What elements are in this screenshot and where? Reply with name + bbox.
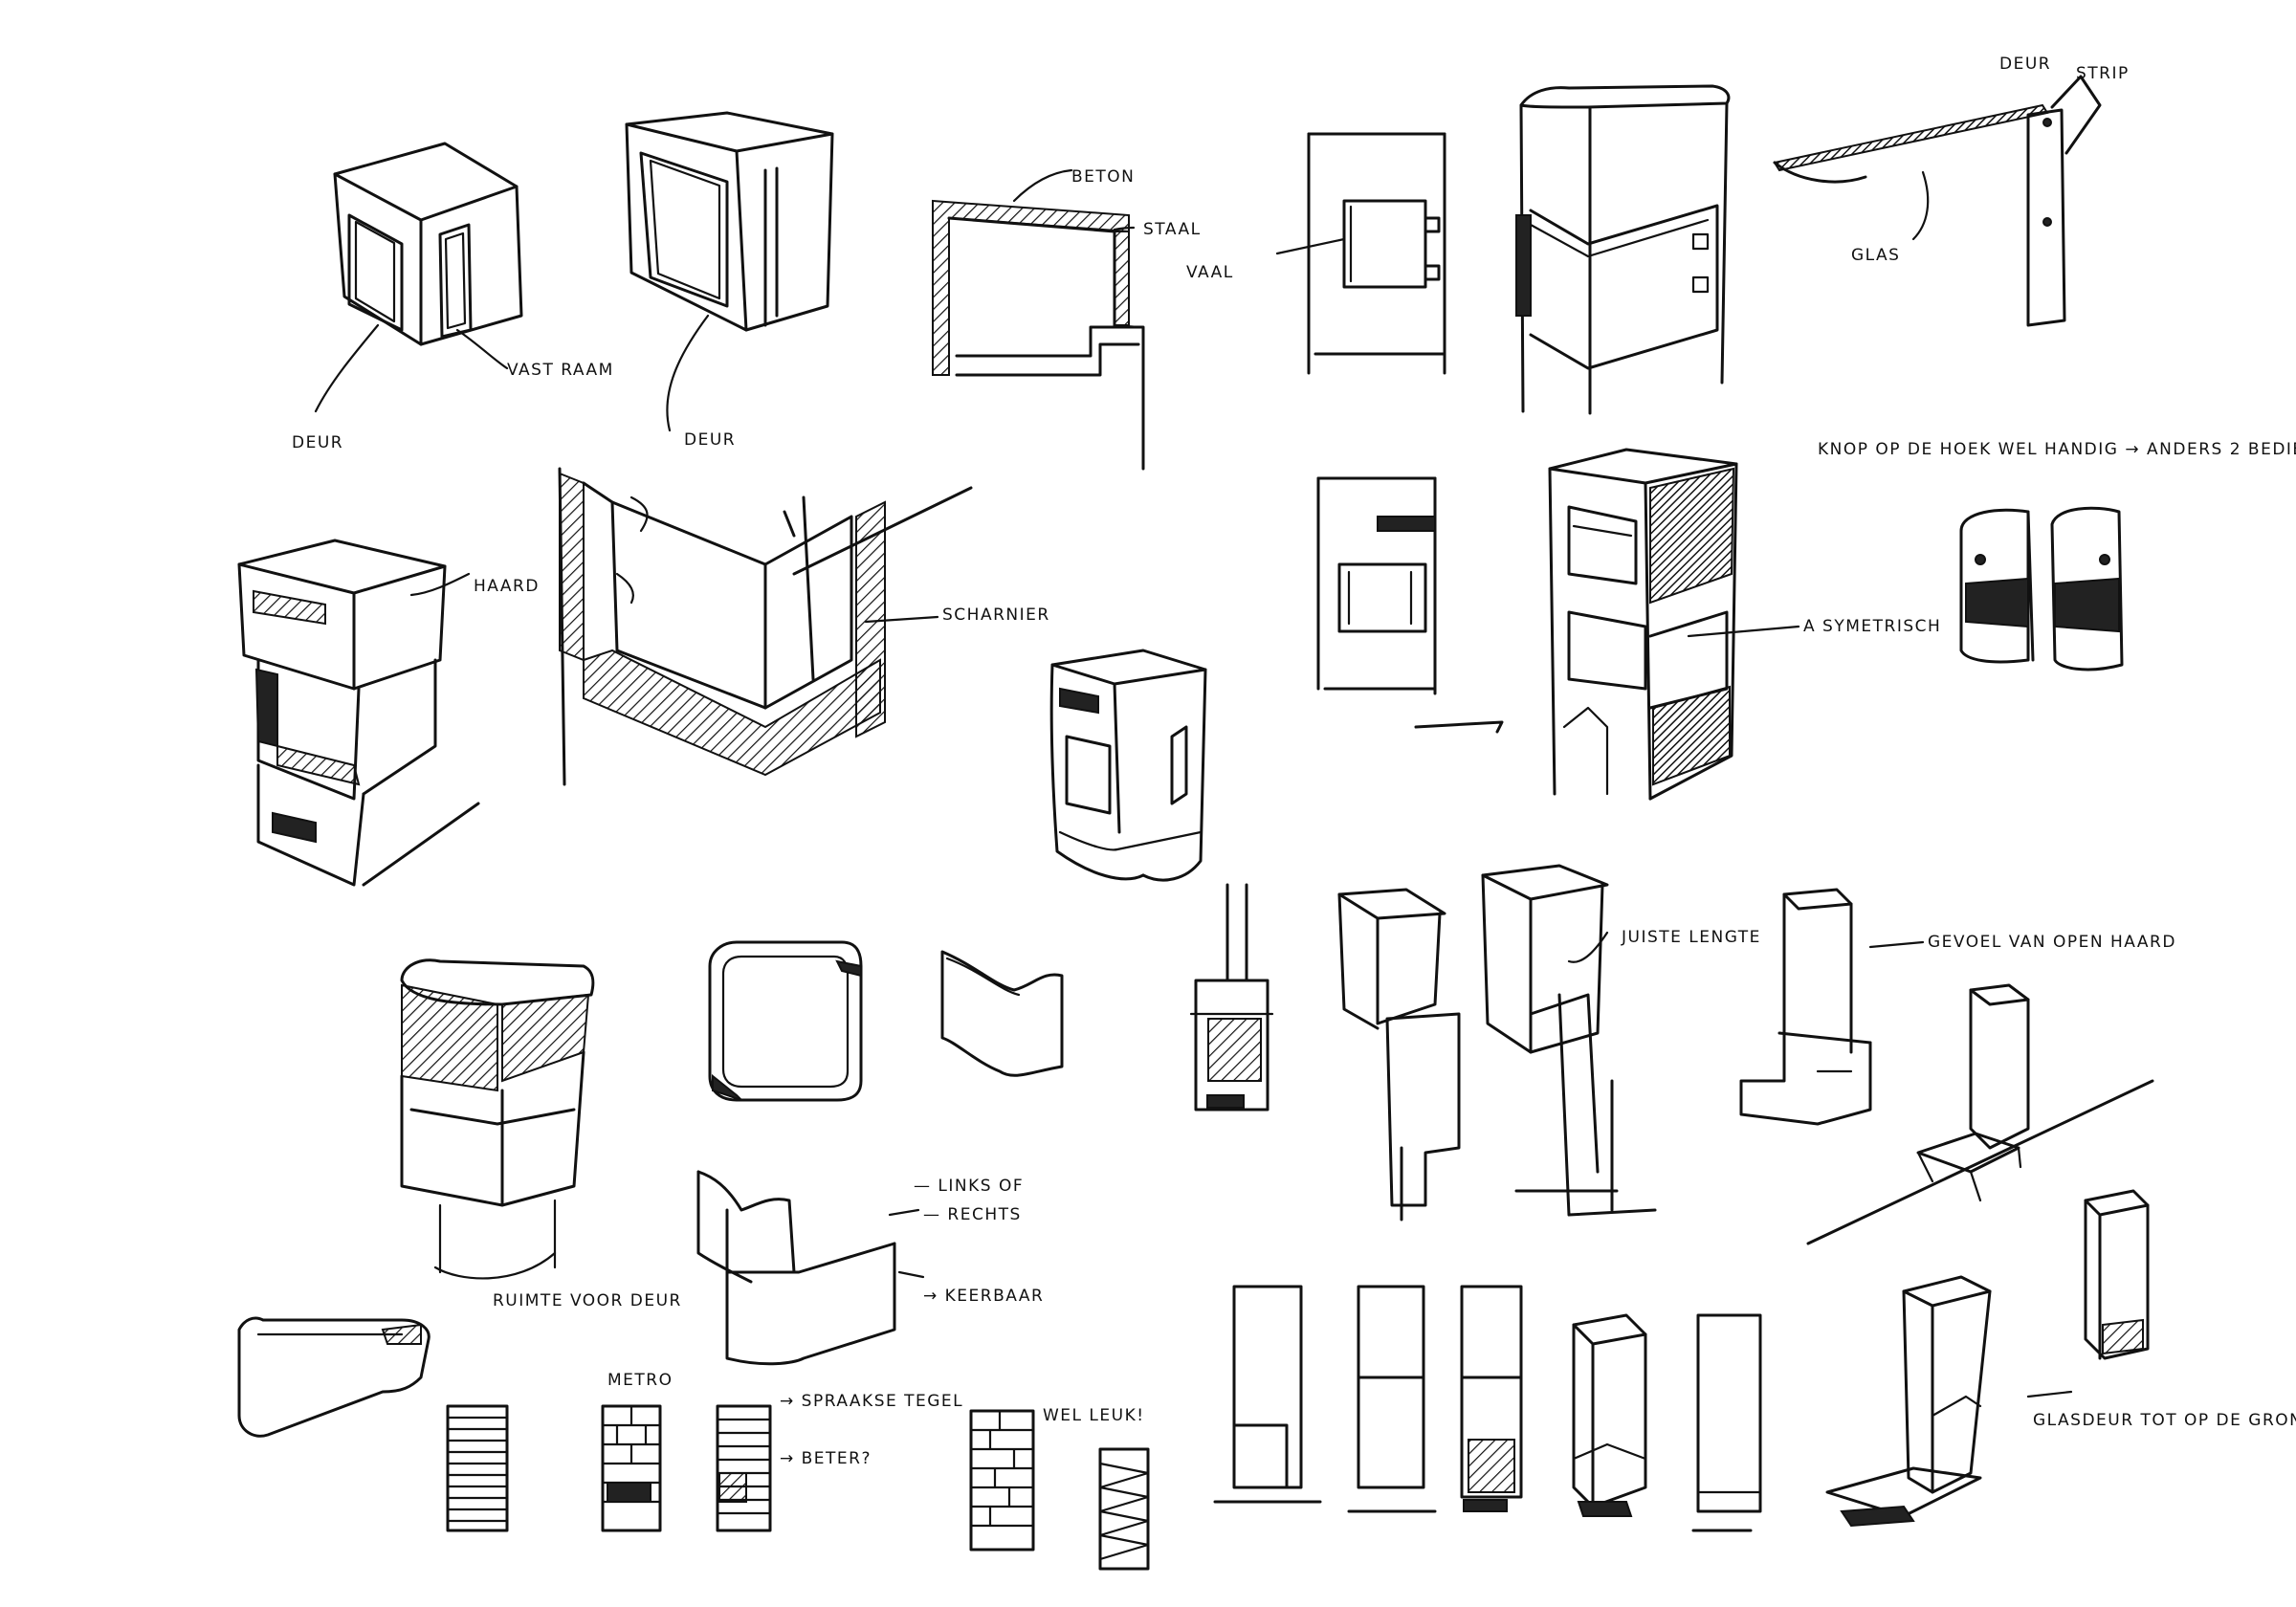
- label-juiste-lengte: Juiste lengte: [1621, 928, 1761, 947]
- label-metro: Metro: [607, 1371, 673, 1390]
- small-rounded-stove: [1049, 649, 1207, 882]
- label-scharnier: Scharnier: [942, 605, 1050, 625]
- plan-section-beton-staal: [932, 168, 1145, 471]
- stove-sketch-door-and-window: [314, 142, 523, 413]
- tile-sample-strips: [446, 1404, 1150, 1571]
- label-vast-raam: Vast raam: [507, 361, 614, 380]
- curved-corner-panel: [696, 1170, 925, 1366]
- stove-sketch-haard: [237, 539, 480, 887]
- label-deur-top: Deur: [1999, 55, 2051, 74]
- stacked-elevation: [1189, 883, 1274, 1112]
- label-deur-2: Deur: [684, 430, 736, 450]
- label-beton: Beton: [1071, 167, 1135, 187]
- label-vaal: Vaal: [1186, 263, 1234, 282]
- rounded-square-section: [708, 940, 863, 1102]
- pod-stove-pair: [1959, 506, 2124, 671]
- stove-sketch-corner-door: [625, 111, 834, 432]
- corner-detail-scharnier: [558, 467, 973, 786]
- tall-tower-sketch: [1515, 84, 1731, 415]
- small-u-bench: [237, 1316, 430, 1438]
- tall-column-pair: [1337, 864, 1657, 1222]
- open-hearth-sketches: [1739, 888, 2154, 1245]
- label-gevoel-open-haard: Gevoel van open haard: [1928, 933, 2176, 952]
- label-glasdeur: Glasdeur tot op de grond: [2033, 1411, 2296, 1430]
- label-asymetrisch: A symetrisch: [1803, 617, 1941, 636]
- elevation-two-boxes: [1316, 476, 1504, 734]
- label-glas: Glas: [1851, 246, 1900, 265]
- slim-tower-row: [1213, 1285, 1762, 1532]
- tower-glasdeur: [1825, 1189, 2150, 1528]
- label-spraakse-tegel: → Spraakse tegel: [780, 1392, 963, 1411]
- label-beter: → Beter?: [780, 1449, 872, 1468]
- asymmetric-tower: [1548, 448, 1800, 801]
- label-ruimte-voor-deur: Ruimte voor deur: [493, 1291, 682, 1310]
- label-haard: Haard: [474, 577, 540, 596]
- label-rechts: — Rechts: [923, 1205, 1022, 1224]
- label-wel-leuk: wel leuk!: [1043, 1406, 1145, 1425]
- curved-panel: [940, 950, 1064, 1077]
- elevation-vaal: [1275, 132, 1446, 375]
- label-staal: Staal: [1143, 220, 1202, 239]
- label-links-of: — Links of: [914, 1177, 1024, 1196]
- label-deur-1: Deur: [292, 433, 343, 452]
- note-knop-op-de-hoek: Knop op de hoek wel handig → anders 2 be…: [1818, 440, 2296, 459]
- label-strip: Strip: [2076, 64, 2130, 83]
- rounded-hatched-block: [400, 958, 595, 1280]
- door-glass-detail: [1773, 75, 2102, 327]
- label-keerbaar: → Keerbaar: [923, 1287, 1044, 1306]
